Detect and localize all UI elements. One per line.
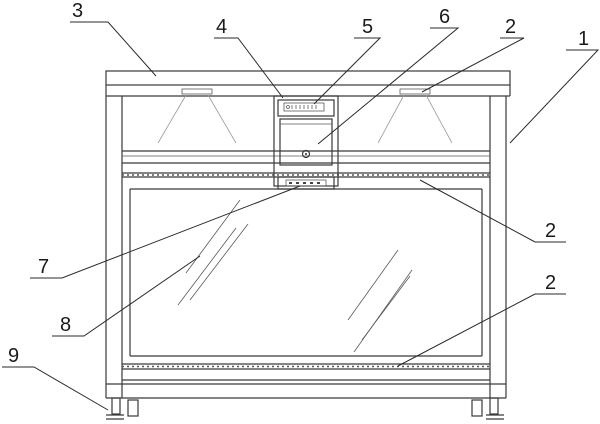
- light-fixture-right: [377, 88, 453, 144]
- upper-rail: [122, 172, 490, 178]
- label-2-lower-rail: 2: [545, 272, 556, 294]
- label-2-upper-rail: 2: [545, 220, 556, 242]
- label-4: 4: [216, 16, 227, 38]
- top-panel: [105, 70, 511, 97]
- label-9: 9: [8, 345, 19, 367]
- label-5: 5: [362, 16, 373, 38]
- frame-right-post: [489, 96, 507, 398]
- control-box: [279, 118, 333, 166]
- caster-right: [471, 397, 504, 420]
- glass-pane: [129, 188, 483, 357]
- frame-left-post: [105, 96, 123, 398]
- lower-rail: [122, 363, 490, 370]
- label-7: 7: [38, 256, 49, 278]
- callout-labels: 3 4 5 6 2 1 2 2 7 8 9: [8, 0, 589, 367]
- label-3: 3: [72, 0, 83, 22]
- base-frame: [106, 379, 506, 399]
- button-panel: [277, 176, 335, 190]
- display-module: [283, 102, 325, 112]
- light-fixture-left: [157, 88, 237, 144]
- leader-lines: [2, 21, 600, 411]
- label-8: 8: [60, 314, 71, 336]
- label-1: 1: [578, 28, 589, 50]
- caster-left: [106, 397, 139, 420]
- label-2-top: 2: [505, 16, 516, 38]
- label-6: 6: [439, 6, 450, 28]
